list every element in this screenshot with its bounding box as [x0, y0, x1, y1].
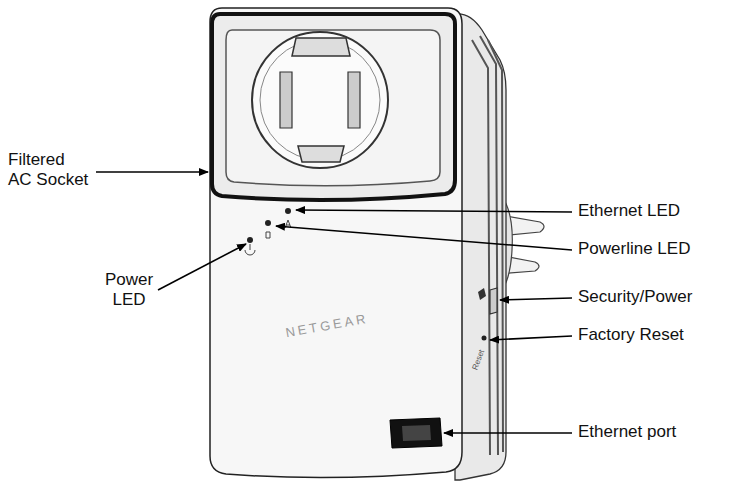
ethernet-led — [285, 208, 291, 214]
earth-clip — [292, 38, 350, 56]
callout-label: Filtered AC Socket — [8, 150, 92, 190]
security-button — [490, 288, 497, 314]
powerline-led — [265, 220, 271, 226]
powerline-icon — [266, 232, 270, 238]
socket-frame — [212, 14, 455, 200]
callout-label: Ethernet LED — [578, 201, 748, 221]
side-stripes — [472, 36, 503, 455]
socket-round — [252, 32, 388, 168]
reset-hole — [482, 336, 487, 341]
socket-hole — [348, 72, 360, 128]
socket-hole — [280, 72, 292, 128]
power-led — [247, 237, 253, 243]
power-icon — [245, 244, 255, 255]
socket-recess — [226, 30, 440, 186]
ethernet-port — [390, 418, 442, 448]
earth-clip — [298, 146, 344, 162]
leader-lines — [96, 172, 572, 433]
security-icon — [478, 288, 486, 300]
callout-label: Powerline LED — [578, 239, 748, 259]
callout-label: Security/Power — [578, 287, 748, 307]
callout-label: Ethernet port — [578, 422, 748, 442]
callout-label: Power LED — [98, 270, 160, 310]
ethernet-port-inner — [402, 425, 431, 441]
callout-label: Factory Reset — [578, 325, 748, 345]
device-front — [210, 8, 462, 478]
socket-rim — [260, 40, 380, 160]
